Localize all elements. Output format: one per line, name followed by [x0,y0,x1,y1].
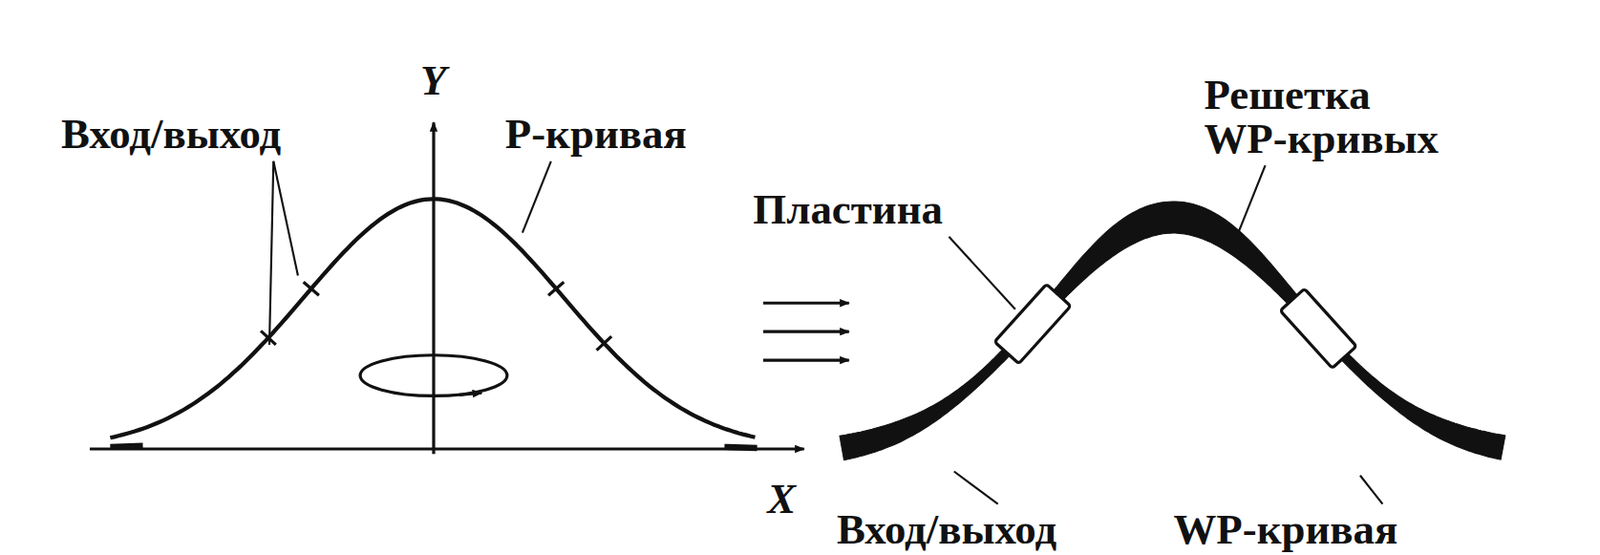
leader-lines [269,161,1383,505]
rotation-ellipse [360,355,508,397]
p-curve [109,198,755,438]
x-axis [89,447,805,450]
leader-line [1360,475,1384,505]
rotation-arrow [459,392,483,395]
part-label: Решетка WP-кривых [1203,73,1443,161]
transform-arrow [763,330,850,334]
part-label: Р-кривая [505,112,687,157]
curve-end [724,447,757,448]
transform-arrow [763,358,850,362]
leader-line [522,161,552,234]
leader-line [954,471,999,505]
axis-label: X [767,477,796,522]
io-tick [597,336,613,351]
plate [1280,288,1357,368]
io-tick [548,281,564,296]
y-axis [431,122,435,454]
curve-end [109,446,143,448]
axis-label: Y [420,59,447,104]
leader-line [273,161,299,277]
plate [994,283,1071,363]
leader-line [1237,165,1266,237]
leader-line [948,236,1015,310]
part-label: Вход/выход [836,508,1057,553]
part-label: Пластина [752,188,943,233]
io-tick [303,281,320,296]
transform-arrow [763,301,850,305]
io-tick [260,330,277,344]
part-label: Вход/выход [61,112,281,157]
part-label: WP-кривая [1173,508,1398,553]
curves [109,198,1505,460]
leader-line [269,161,274,345]
wp-curve-grid [839,201,1506,461]
